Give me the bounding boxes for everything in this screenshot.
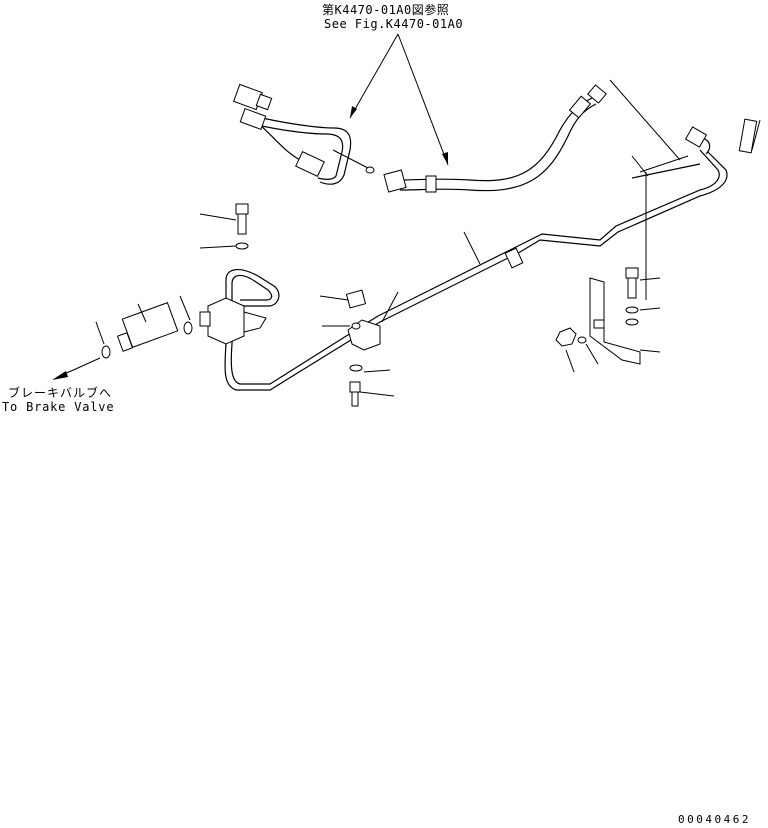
upper-hose	[383, 84, 607, 193]
right-bracket-assembly	[555, 155, 661, 373]
reference-arrows	[349, 33, 449, 166]
destination-label-jp: ブレーキバルブへ	[8, 386, 113, 400]
reference-note-jp: 第K4470-01A0図参照	[322, 3, 450, 17]
destination-label-en: To Brake Valve	[2, 400, 115, 414]
junction-block-assembly	[52, 269, 280, 380]
upper-left-tube-assembly	[233, 83, 375, 185]
main-brake-tube	[224, 149, 728, 391]
drawing-code: 00040462	[678, 813, 751, 826]
reference-note-en: See Fig.K4470-01A0	[324, 17, 464, 31]
upper-right-fittings	[609, 79, 761, 173]
bolt-washer-upper	[199, 203, 249, 250]
center-clamp	[319, 289, 399, 407]
